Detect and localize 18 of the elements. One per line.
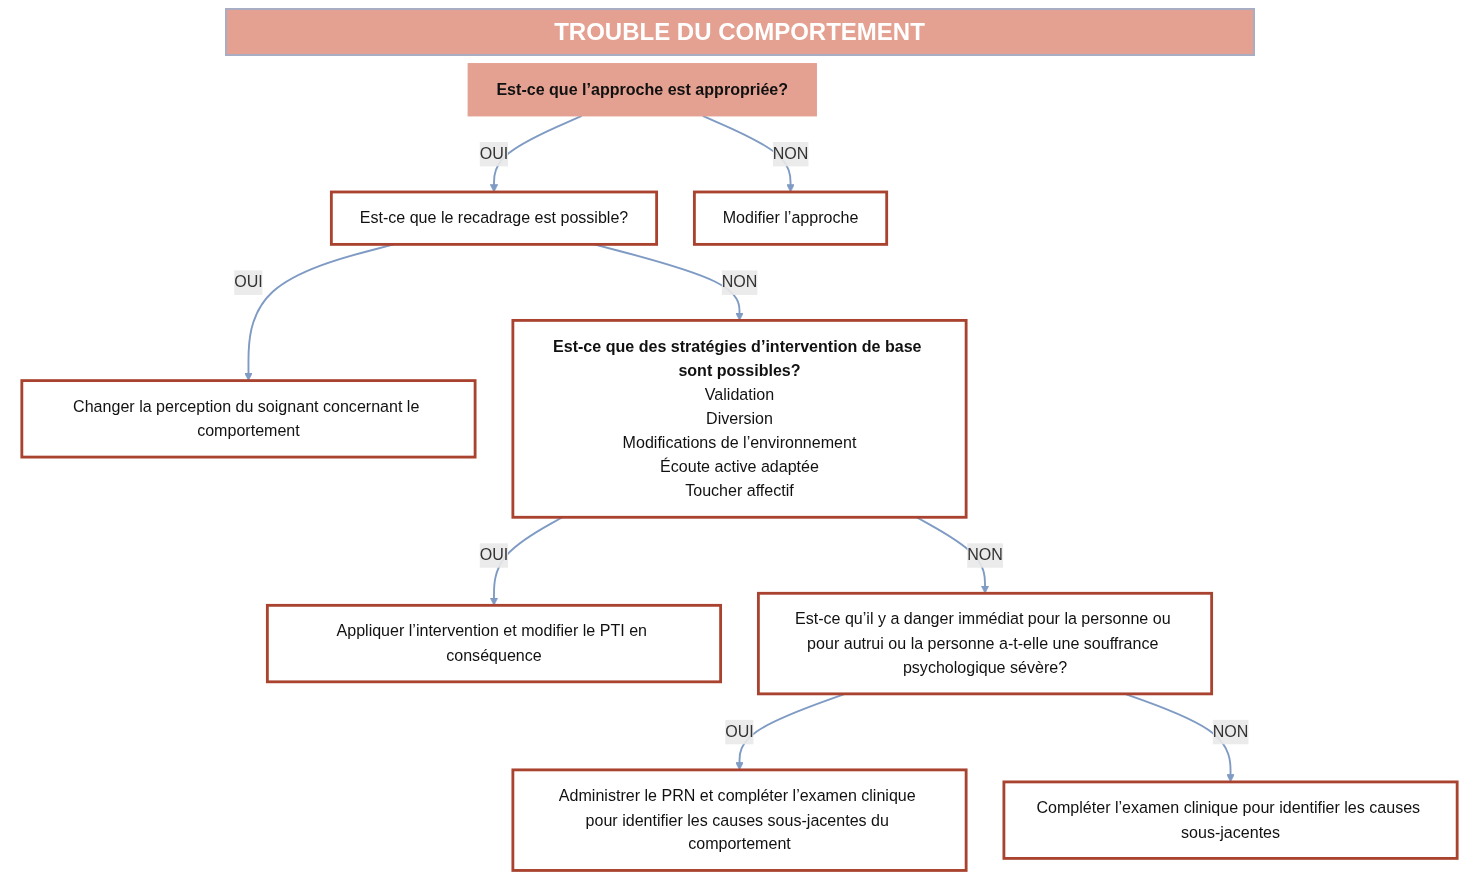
node-box: Est-ce que des stratégies d’intervention de base sont possibles? Validation Diversion Modifications de l’environnement Écoute active adaptée Toucher affectif <box>511 319 968 519</box>
node-box: Est-ce que le recadrage est possible? <box>329 190 659 246</box>
node-box: Modifier l’approche <box>692 190 889 246</box>
title-banner: TROUBLE DU COMPORTEMENT <box>224 8 1255 56</box>
edge-label: NON <box>967 546 1003 565</box>
edge-label: OUI <box>479 144 509 163</box>
node-box: Administrer le PRN et compléter l’examen clinique pour identifier les causes sous-jacentes du comportement <box>511 768 968 872</box>
edge-label: NON <box>772 144 809 163</box>
edge-label: NON <box>721 273 758 292</box>
node-box: Est-ce que l’approche est appropriée? <box>467 63 817 117</box>
edge-label: NON <box>1212 722 1249 741</box>
node-box: Changer la perception du soignant concernant le comportement <box>20 379 477 459</box>
edge-label: OUI <box>479 546 509 565</box>
edge-label: OUI <box>725 722 754 741</box>
node-box: Est-ce qu’il y a danger immédiat pour la personne ou pour autrui ou la personne a-t-elle une souffrance psychologique sévère? <box>756 591 1214 696</box>
edge-label: OUI <box>234 273 263 292</box>
node-box: Appliquer l’intervention et modifier le PTI en conséquence <box>265 603 723 684</box>
node-box: Compléter l’examen clinique pour identifier les causes sous-jacentes <box>1002 780 1459 860</box>
